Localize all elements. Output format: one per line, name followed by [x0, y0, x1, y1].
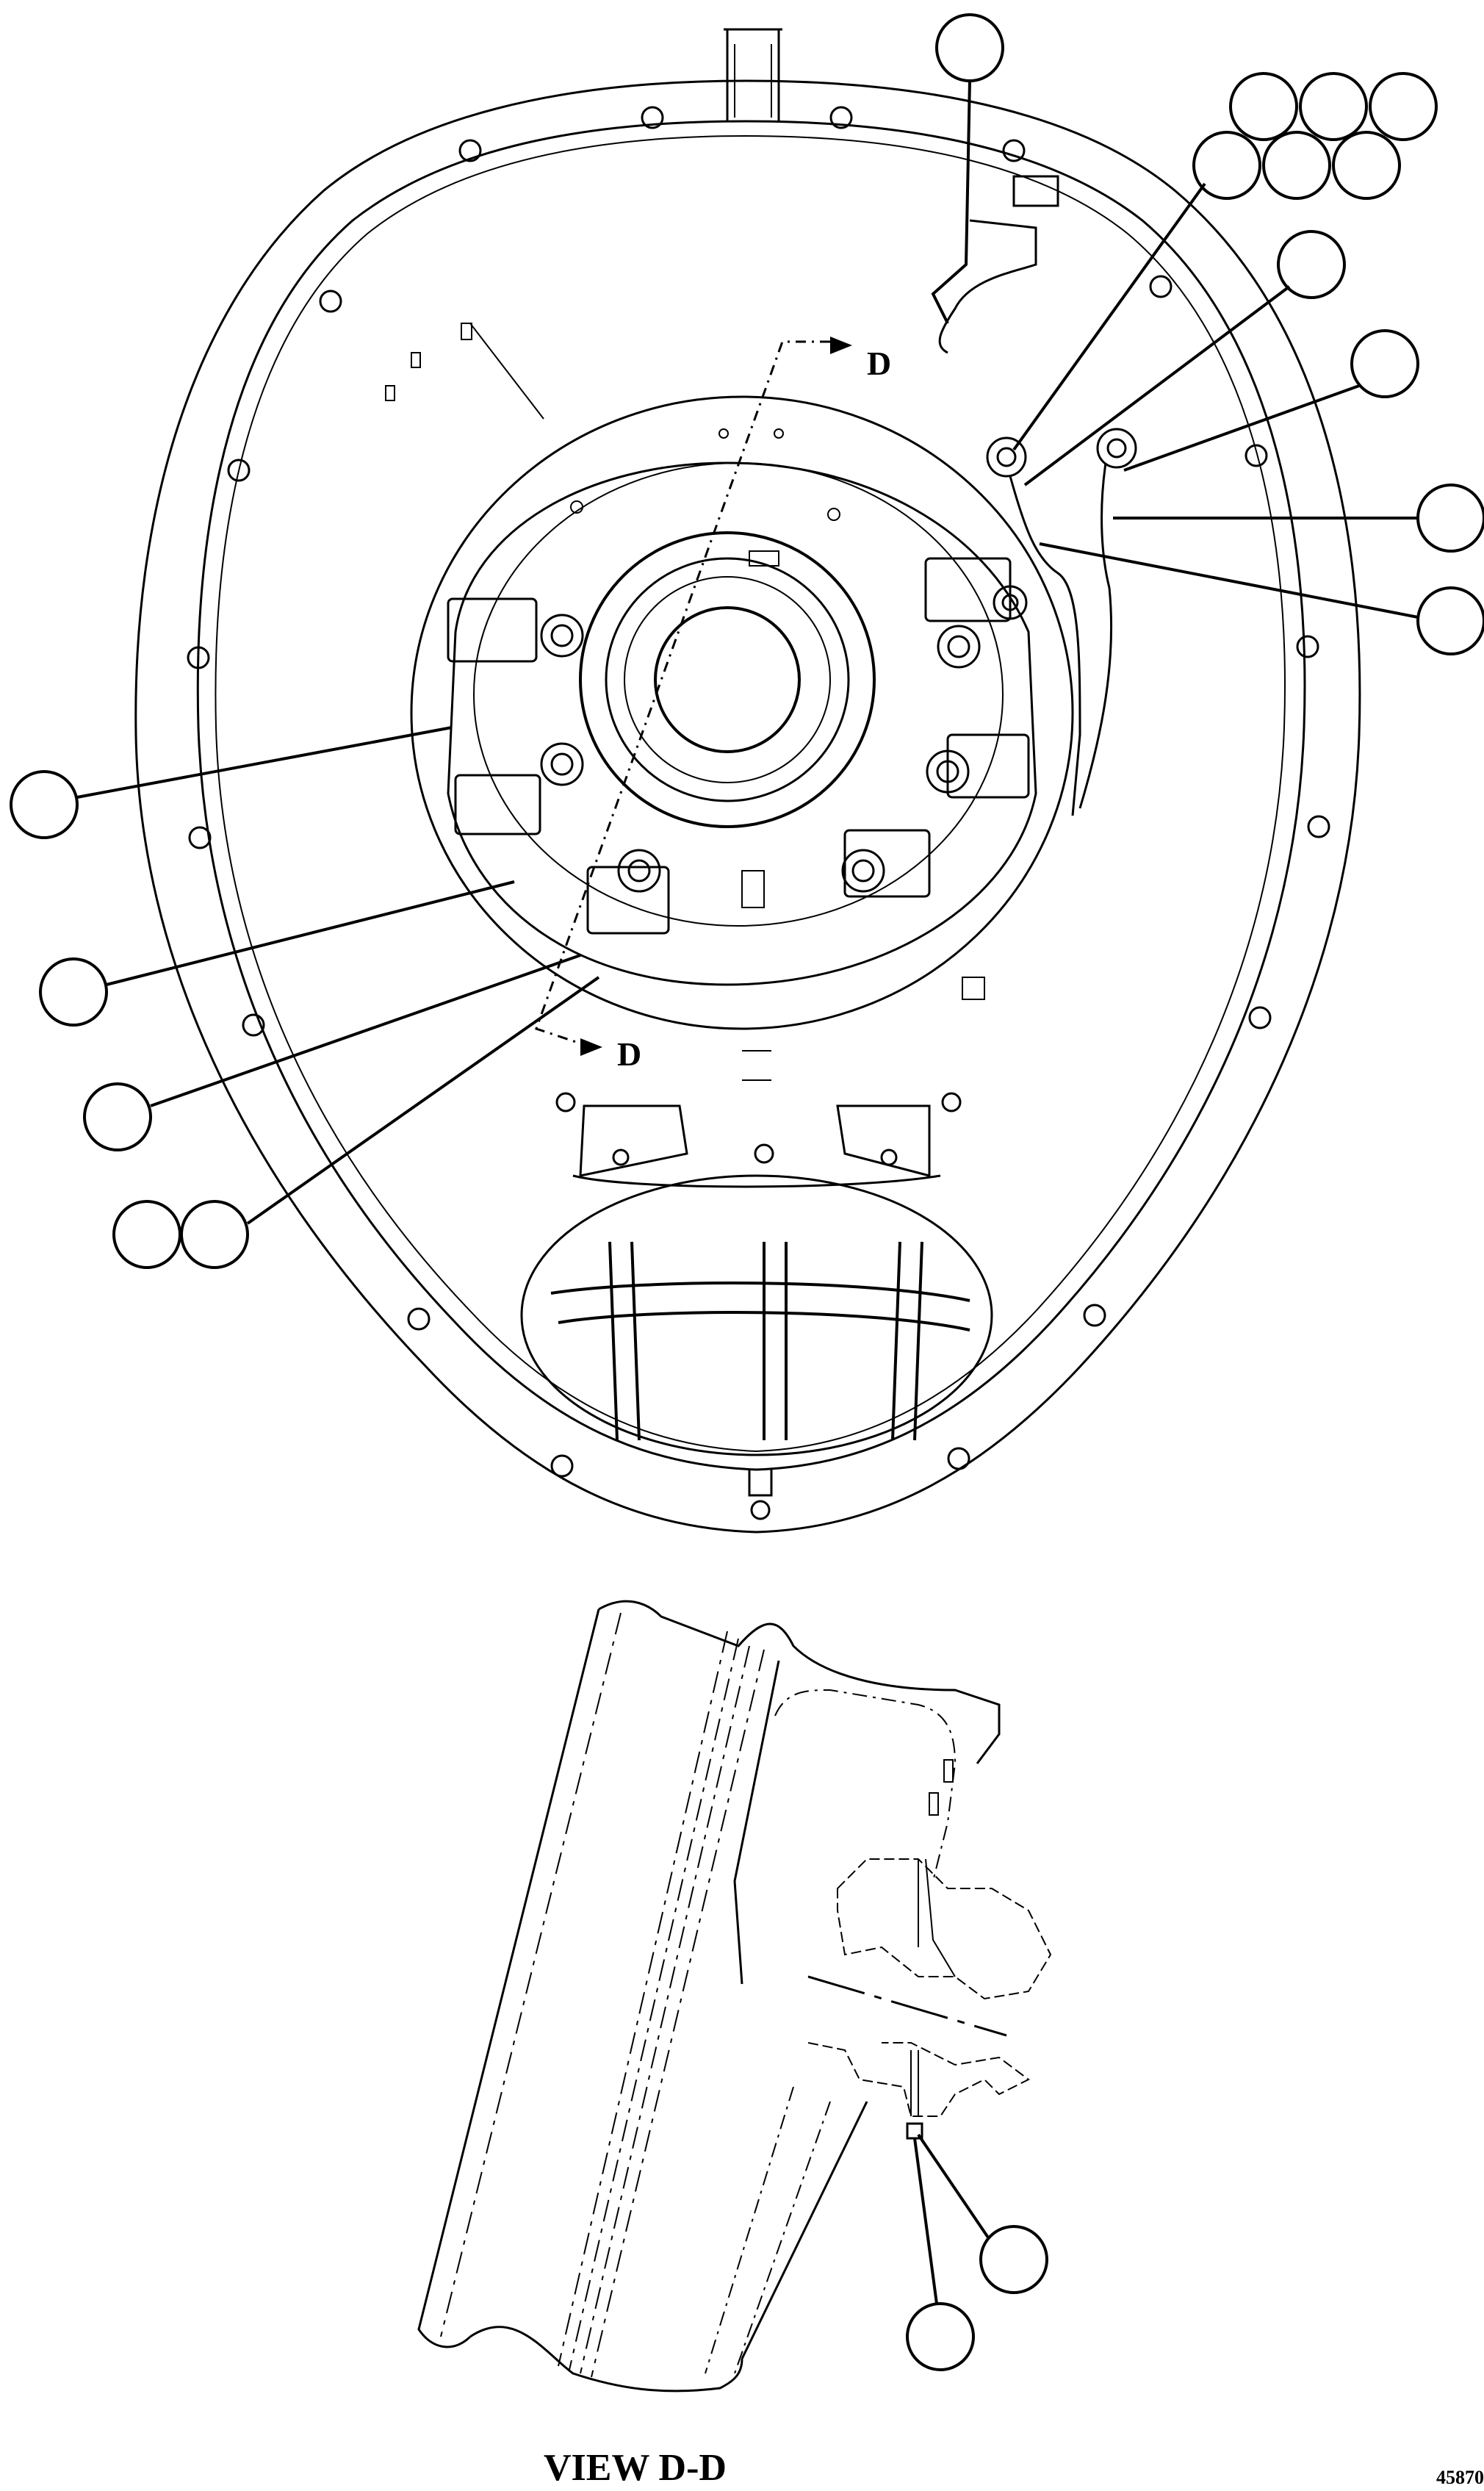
inner-cover — [410, 395, 1074, 1030]
callout-balloon — [1192, 131, 1261, 200]
inner-rail-2 — [215, 134, 1286, 1453]
housing-assembly — [134, 28, 1361, 1534]
callout-balloon — [39, 957, 108, 1027]
lower-bracket-profile — [807, 2042, 1030, 2117]
callout-balloon — [1332, 131, 1401, 200]
lower-brackets — [555, 1092, 962, 1188]
callout-balloon — [935, 13, 1004, 82]
callout-balloons — [10, 13, 1484, 1269]
callout-balloon — [1416, 586, 1484, 655]
carrier-ring — [447, 461, 1037, 986]
section-arrow-lower — [580, 1038, 602, 1056]
section-marker-upper: D — [867, 345, 891, 382]
lower-opening — [520, 1174, 993, 1456]
tube-outline — [598, 1600, 1001, 1764]
callout-balloon — [83, 1082, 152, 1151]
detail-marks — [385, 323, 985, 1081]
top-notch — [724, 28, 782, 121]
view-title: VIEW D-D — [544, 2447, 727, 2489]
callout-balloon — [906, 2302, 975, 2371]
cavity-outline — [774, 1689, 957, 1882]
view-dd-section — [417, 1600, 1052, 2393]
hub-ring — [605, 557, 850, 802]
outer-flange — [134, 79, 1361, 1534]
inner-rail — [196, 120, 1306, 1471]
callout-balloon — [112, 1200, 181, 1269]
callout-balloon — [180, 1200, 249, 1269]
lower-struts — [550, 1241, 970, 1441]
hub-ring-2 — [624, 576, 831, 783]
break-line — [807, 1975, 1007, 2037]
cable-leads — [938, 175, 1137, 816]
figure-number: 45870 — [1436, 2467, 1484, 2488]
callout-balloon — [1369, 72, 1438, 141]
callout-balloon — [979, 2225, 1048, 2294]
flange-bolt-holes — [187, 106, 1330, 1520]
callout-balloon — [1350, 329, 1419, 398]
dd-leader-lines — [913, 2133, 990, 2304]
top-notch-inner — [734, 44, 772, 118]
callout-balloon — [1277, 230, 1346, 299]
section-line-d — [535, 337, 852, 1056]
callout-balloon — [1262, 131, 1331, 200]
callout-balloon — [1229, 72, 1298, 141]
callout-balloon — [1416, 484, 1484, 553]
callout-balloon — [10, 770, 79, 839]
upper-bracket-profile — [837, 1858, 1052, 2000]
section-arrow-upper — [830, 337, 852, 354]
dd-callout-balloons — [906, 2225, 1048, 2371]
hub-bore — [654, 606, 801, 753]
lower-tab — [748, 1470, 773, 1497]
callout-balloon — [1299, 72, 1368, 141]
brush-holders — [447, 557, 1030, 935]
hub-outer — [579, 531, 876, 828]
leader-lines — [76, 80, 1419, 1225]
section-marker-lower: D — [617, 1035, 641, 1073]
